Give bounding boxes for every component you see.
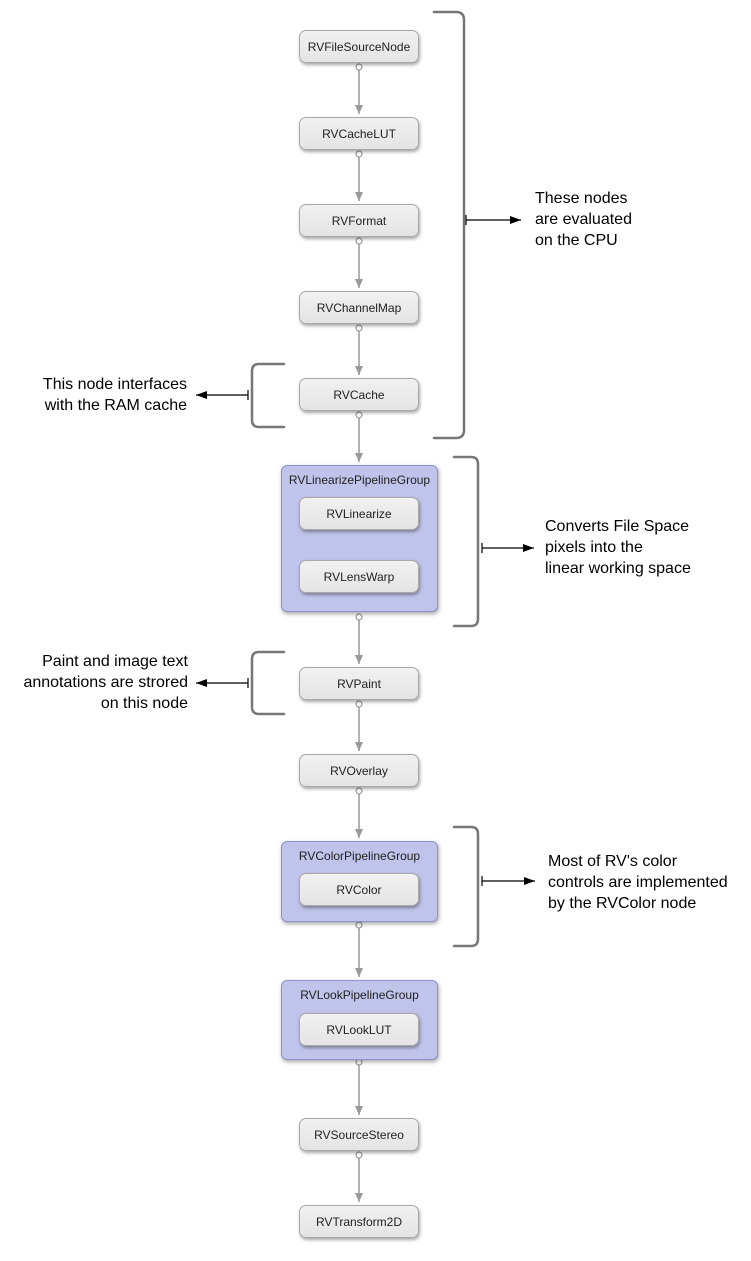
node-color: RVColor [299,873,419,906]
port-dot [355,237,363,245]
port-dot [355,700,363,708]
port-dot [355,411,363,419]
port-dot [355,787,363,795]
annotation-line: Most of RV's color [548,853,678,870]
node-linearize: RVLinearize [299,497,419,530]
port-dot [355,1151,363,1159]
annotation-cpu: These nodes are evaluated on the CPU [535,188,632,251]
look-pipeline-group-title: RVLookPipelineGroup [300,988,419,1002]
annotation-line: are evaluated [535,211,632,228]
port-dot [355,150,363,158]
annotation-line: These nodes [535,190,628,207]
look-pipeline-group: RVLookPipelineGroup [281,980,438,1060]
bracket-cpu [432,10,466,440]
bracket-linear [452,455,480,628]
annotation-line: This node interfaces [42,376,187,393]
annotation-line: with the RAM cache [44,397,187,414]
node-format: RVFormat [299,204,419,237]
annotation-line: Paint and image text [42,653,188,670]
node-channel-map: RVChannelMap [299,291,419,324]
annotation-line: pixels into the [545,539,643,556]
node-transform-2d: RVTransform2D [299,1205,419,1238]
annotation-paint: Paint and image text annotations are str… [23,651,188,714]
node-file-source: RVFileSourceNode [299,30,419,63]
node-source-stereo: RVSourceStereo [299,1118,419,1151]
node-look-lut: RVLookLUT [299,1013,419,1046]
annotation-linear: Converts File Space pixels into the line… [545,516,691,579]
annotation-line: controls are implemented [548,874,728,891]
port-dot [355,921,363,929]
bracket-paint [250,650,286,716]
annotation-line: on this node [100,695,188,712]
node-overlay: RVOverlay [299,754,419,787]
annotation-line: by the RVColor node [548,895,697,912]
port-dot [355,63,363,71]
bracket-ram-cache [250,362,286,429]
linearize-pipeline-group-title: RVLinearizePipelineGroup [288,473,431,487]
node-lens-warp: RVLensWarp [299,560,419,593]
node-cache-lut: RVCacheLUT [299,117,419,150]
port-dot [355,324,363,332]
color-pipeline-group-title: RVColorPipelineGroup [298,849,421,863]
annotation-line: on the CPU [535,232,618,249]
annotation-line: linear working space [545,560,691,577]
node-paint: RVPaint [299,667,419,700]
annotation-line: Converts File Space [545,518,690,535]
node-cache: RVCache [299,378,419,411]
bracket-color [452,825,480,948]
annotation-ram-cache: This node interfaces with the RAM cache [43,374,187,416]
port-dot [355,613,363,621]
annotation-line: annotations are strored [23,674,188,691]
annotation-color: Most of RV's color controls are implemen… [548,851,728,914]
